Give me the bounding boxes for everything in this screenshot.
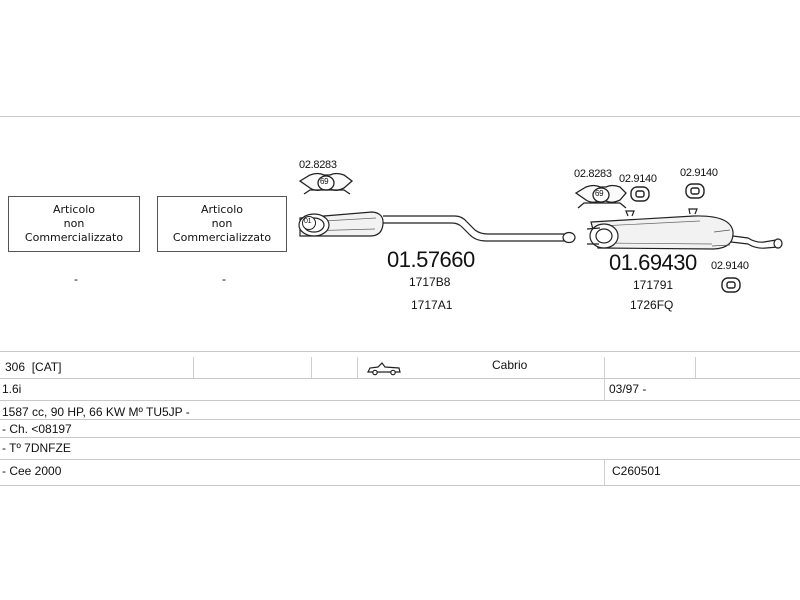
- row2-divider: [604, 378, 605, 400]
- clamp-front-badge: 69: [320, 177, 329, 186]
- table-row-divider: [0, 459, 800, 460]
- clamp-rear-4-drawing: [721, 277, 741, 293]
- clamp-rear-2-code: 02.9140: [619, 173, 657, 185]
- clamp-rear-1-badge: 69: [595, 189, 604, 198]
- vehicle-chassis: - Ch. <08197: [2, 422, 72, 436]
- top-border: [0, 116, 800, 117]
- not-available-line1: Articolo: [201, 203, 243, 216]
- rear-silencer-ref-2: 1726FQ: [630, 298, 674, 312]
- clamp-rear-1-code: 02.8283: [574, 168, 612, 180]
- table-row-divider: [0, 437, 800, 438]
- clamp-rear-4-code: 02.9140: [711, 260, 749, 272]
- row1-divider: [357, 357, 358, 378]
- vehicle-type: - Tº 7DNFZE: [2, 441, 71, 455]
- vehicle-engine: 1.6i: [2, 382, 22, 396]
- exhaust-diagram: [298, 172, 783, 293]
- clamp-rear-3-drawing: [685, 183, 705, 199]
- table-row-divider: [0, 400, 800, 401]
- rear-silencer-code: 01.69430: [609, 250, 697, 275]
- not-available-mark-2: -: [222, 272, 226, 286]
- not-available-line3: Commercializzato: [24, 231, 124, 244]
- not-available-line2: non: [63, 217, 85, 230]
- diagram-bottom-border: [0, 351, 800, 352]
- vehicle-body: Cabrio: [492, 358, 528, 372]
- rear-silencer-ref-1: 171791: [633, 278, 674, 292]
- clamp-rear-1-drawing: [574, 184, 627, 209]
- front-silencer-code: 01.57660: [387, 247, 475, 272]
- clamp-rear-2-drawing: [630, 186, 650, 202]
- clamp-rear-3-code: 02.9140: [680, 167, 718, 179]
- vehicle-model: 306 [CAT]: [5, 360, 62, 374]
- table-row-divider: [0, 378, 800, 379]
- rear-silencer-drawing: [586, 208, 783, 250]
- not-available-line2: non: [211, 217, 233, 230]
- row1-divider: [311, 357, 312, 378]
- front-silencer-ref-1: 1717B8: [409, 275, 451, 289]
- front-pipe-badge-text: 01: [304, 218, 312, 225]
- clamp-front-code: 02.8283: [299, 159, 337, 171]
- front-pipe-drawing: [383, 215, 576, 244]
- table-row-divider: [0, 419, 800, 420]
- row1-divider: [604, 357, 605, 378]
- clamp-front-drawing: [298, 172, 354, 195]
- not-available-line1: Articolo: [53, 203, 95, 216]
- row1-divider: [695, 357, 696, 378]
- row6-divider: [604, 459, 605, 485]
- front-silencer-ref-2: 1717A1: [411, 298, 453, 312]
- front-pipe-badge: [302, 216, 316, 230]
- row1-divider: [193, 357, 194, 378]
- not-available-box-2: Articolo non Commercializzato: [157, 196, 287, 252]
- vehicle-reference: C260501: [612, 464, 661, 478]
- not-available-line3: Commercializzato: [172, 231, 272, 244]
- not-available-box-1: Articolo non Commercializzato: [8, 196, 140, 252]
- vehicle-approval: - Cee 2000: [2, 464, 62, 478]
- vehicle-date: 03/97 -: [609, 382, 647, 396]
- convertible-car-icon: [367, 362, 401, 376]
- table-bottom-border: [0, 485, 800, 486]
- vehicle-specs: 1587 cc, 90 HP, 66 KW Mº TU5JP -: [2, 405, 190, 419]
- not-available-mark-1: -: [74, 272, 78, 286]
